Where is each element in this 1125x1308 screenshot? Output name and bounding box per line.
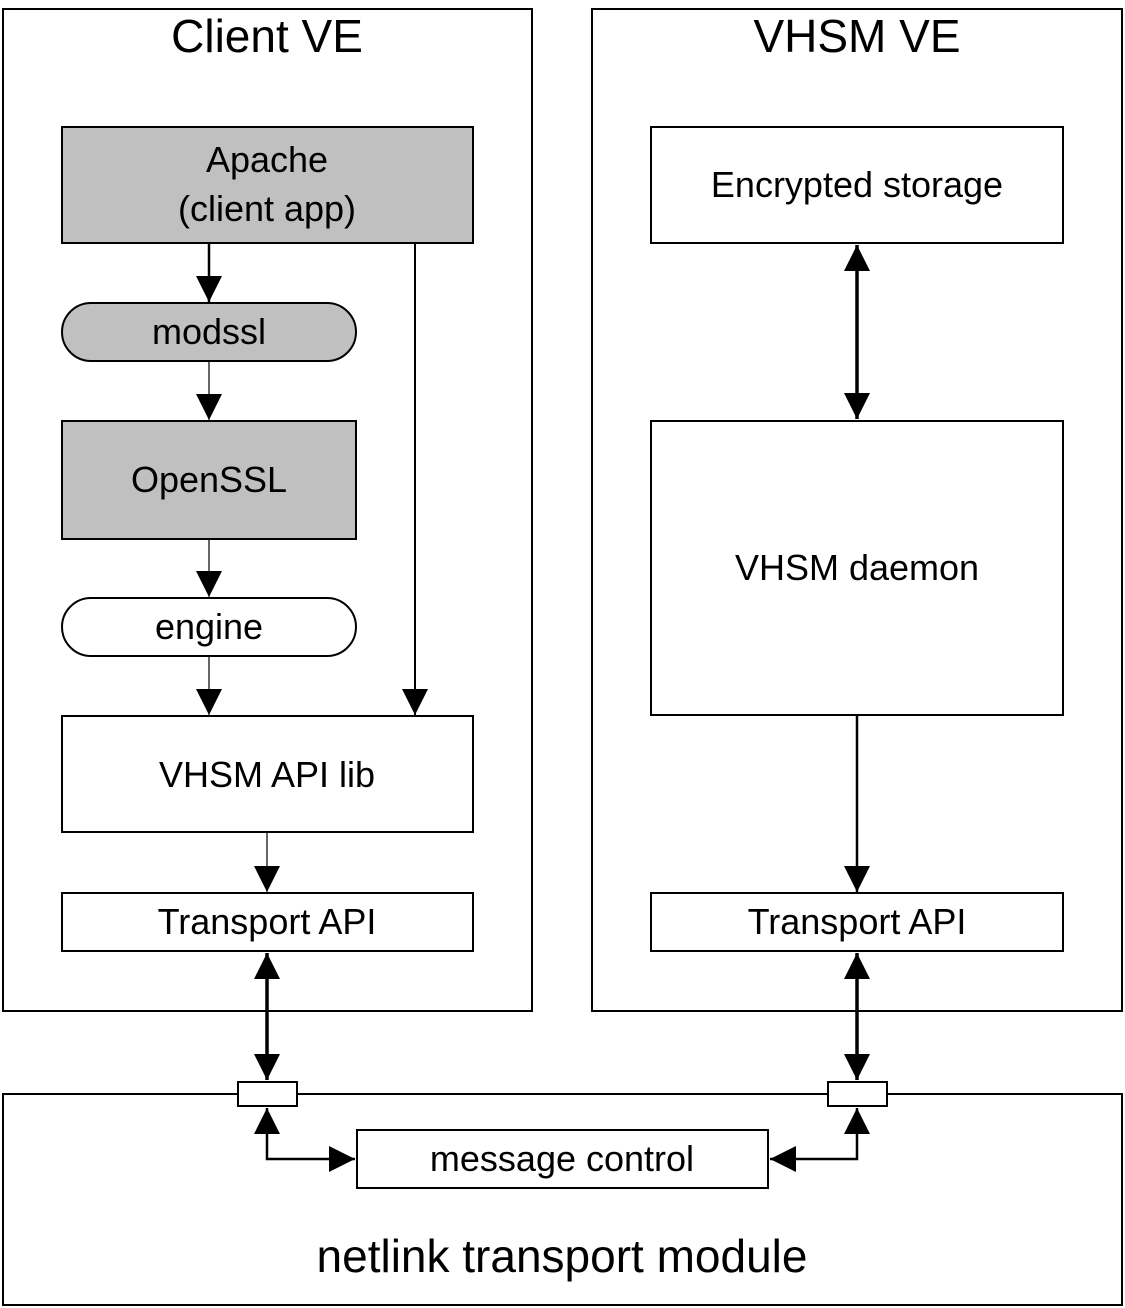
netlink-title: netlink transport module bbox=[317, 1230, 808, 1282]
apache-sublabel: (client app) bbox=[178, 188, 356, 229]
engine-label: engine bbox=[155, 606, 263, 647]
client-port bbox=[237, 1081, 298, 1107]
vhsm-transport-api-label: Transport API bbox=[748, 901, 967, 942]
openssl-box: OpenSSL bbox=[61, 420, 357, 540]
openssl-label: OpenSSL bbox=[131, 459, 287, 500]
apache-box: Apache (client app) bbox=[61, 126, 474, 244]
encrypted-storage-box: Encrypted storage bbox=[650, 126, 1064, 244]
vhsm-transport-api-box: Transport API bbox=[650, 892, 1064, 952]
apache-label: Apache bbox=[206, 139, 328, 180]
client-transport-api-box: Transport API bbox=[61, 892, 474, 952]
vhsm-port bbox=[827, 1081, 888, 1107]
arrow-client-port-to-message-control bbox=[254, 1108, 355, 1172]
vhsm-api-lib-label: VHSM API lib bbox=[159, 754, 375, 795]
vhsm-api-lib-box: VHSM API lib bbox=[61, 715, 474, 833]
message-control-label: message control bbox=[430, 1138, 694, 1179]
message-control-box: message control bbox=[356, 1129, 769, 1189]
engine-box: engine bbox=[61, 597, 357, 657]
modssl-box: modssl bbox=[61, 302, 357, 362]
client-transport-api-label: Transport API bbox=[158, 901, 377, 942]
vhsm-daemon-label: VHSM daemon bbox=[735, 547, 979, 588]
netlink-transport-module: netlink transport module bbox=[2, 1093, 1123, 1306]
vhsm-daemon-box: VHSM daemon bbox=[650, 420, 1064, 716]
encrypted-storage-label: Encrypted storage bbox=[711, 164, 1003, 205]
modssl-label: modssl bbox=[152, 311, 266, 352]
vhsm-ve-title: VHSM VE bbox=[753, 10, 960, 62]
client-ve-title: Client VE bbox=[171, 10, 363, 62]
arrow-vhsm-port-to-message-control bbox=[770, 1108, 870, 1172]
